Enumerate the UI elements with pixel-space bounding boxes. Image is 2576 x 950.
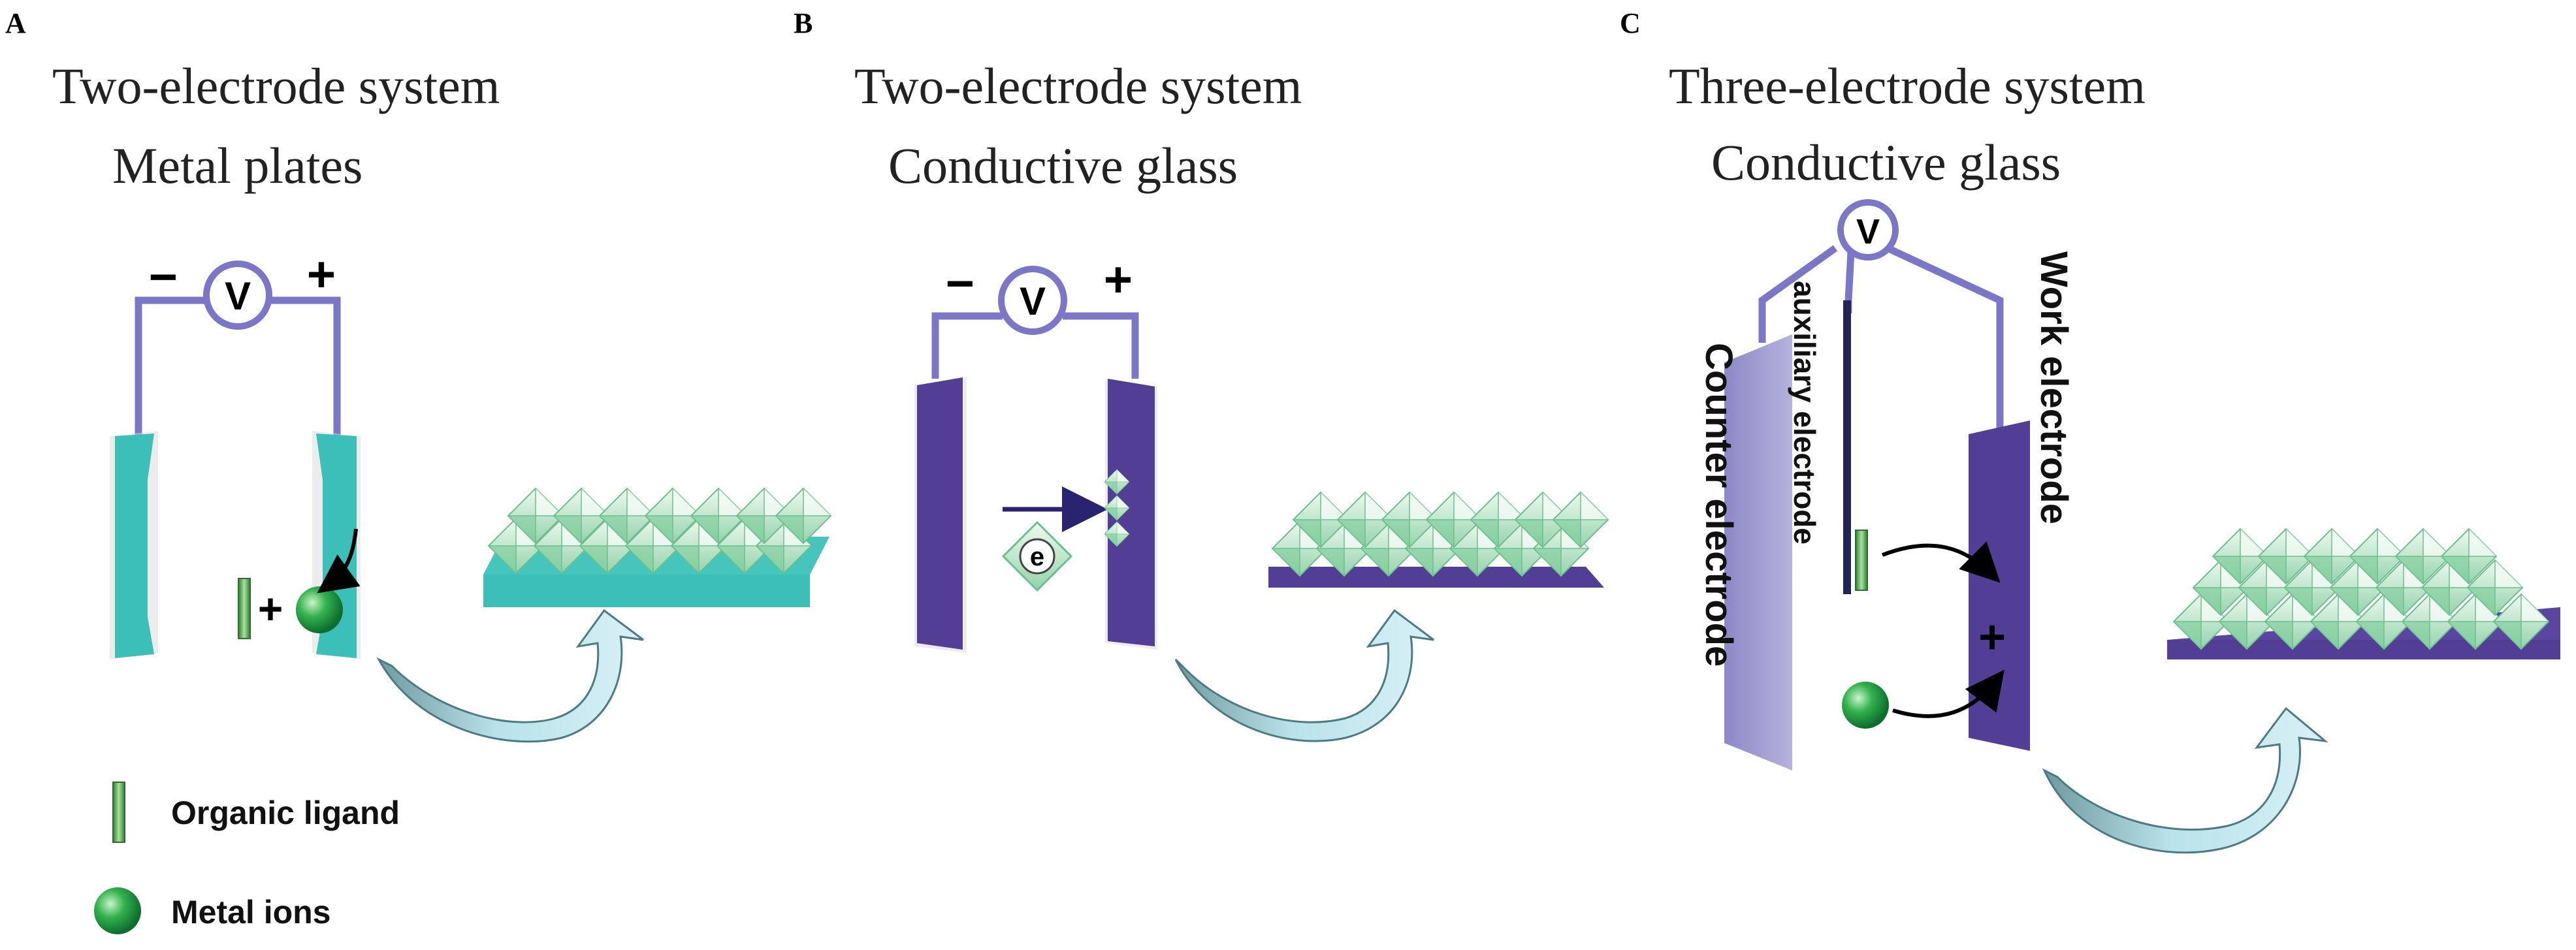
panel-b-cathode-glass [917,377,963,650]
panel-c-title-line1: Three-electrode system [1669,57,2146,114]
voltmeter-label: V [1856,212,1880,251]
curved-arrow-icon [2042,706,2328,854]
panel-c-title-line2: Conductive glass [1711,134,2061,191]
legend: Organic ligand Metal ions [94,782,400,934]
legend-metal-ions-label: Metal ions [171,894,330,930]
legend-metal-ion-icon [94,887,141,934]
panel-b-circuit: V − + [931,252,1139,379]
negative-terminal-label: − [946,256,974,311]
voltmeter-label: V [1020,279,1046,323]
counter-electrode-label: Counter electrode [1698,343,1740,667]
electron-icon: e [1001,520,1073,592]
positive-terminal-label: + [307,247,336,302]
counter-electrode-plate [1724,334,1792,770]
work-electrode-label: Work electrode [2033,251,2075,524]
curved-arrow-icon [376,609,644,743]
organic-ligand-icon [238,578,251,639]
auxiliary-electrode-wire [1843,300,1851,594]
panel-c-circuit: V [1758,199,2004,431]
legend-organic-ligand-icon [112,782,125,843]
panel-b-letter: B [794,7,813,39]
electron-label: e [1030,543,1044,571]
panel-b-title-line1: Two-electrode system [854,57,1302,114]
positive-terminal-label: + [1104,252,1133,308]
panel-a-cathode-plate [115,434,154,658]
organic-ligand-icon [1855,530,1868,591]
legend-organic-ligand-label: Organic ligand [171,795,400,831]
panel-a-title-line1: Two-electrode system [52,57,500,114]
metal-ion-icon [1842,682,1889,729]
negative-terminal-label: − [149,249,178,305]
panel-a-mof-film [483,488,831,607]
panel-c-mof-film [2167,528,2560,659]
curved-arrow-icon [1174,609,1434,742]
voltmeter-icon [998,266,1067,335]
panel-b-mof-film [1268,492,1609,588]
panel-b-anode-glass [1108,379,1155,646]
work-electrode-plate [1969,420,2030,751]
work-electrode-plus-sign: + [1978,611,2006,663]
voltmeter-icon [203,261,272,330]
panel-a: A Two-electrode system Metal plates V − … [5,7,831,743]
panel-b: B Two-electrode system Conductive glass … [794,7,1609,742]
panel-a-letter: A [5,7,26,39]
panel-b-title-line2: Conductive glass [888,137,1238,194]
panel-c: C Three-electrode system Conductive glas… [1620,7,2560,854]
panel-a-plus-sign: + [258,584,283,633]
voltmeter-label: V [225,274,251,318]
panel-a-circuit: V − + [135,247,341,437]
panel-a-title-line2: Metal plates [112,137,362,194]
auxiliary-electrode-label: auxiliary electrode [1788,281,1822,545]
voltmeter-icon [1837,199,1899,261]
metal-ion-icon [296,586,343,633]
panel-c-letter: C [1620,7,1641,39]
